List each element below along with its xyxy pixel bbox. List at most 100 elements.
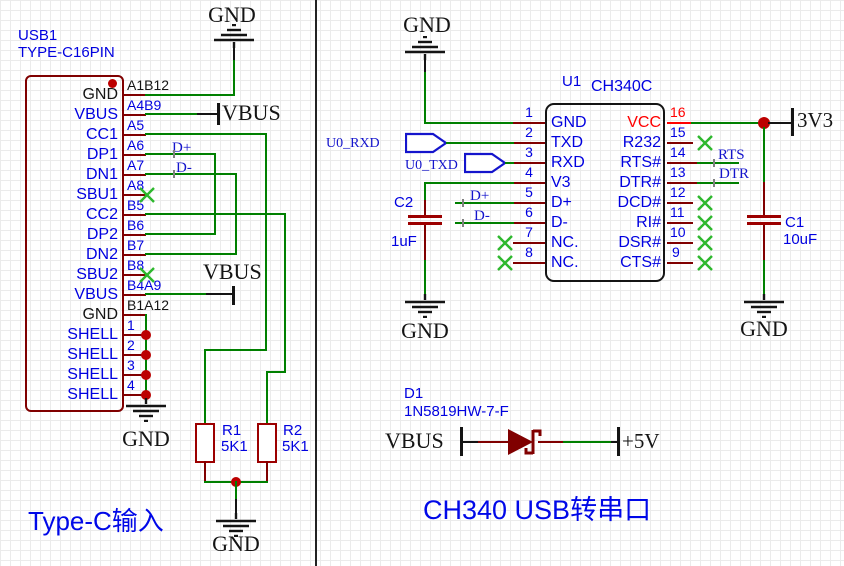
pin-number: 1 — [127, 317, 135, 333]
pin-name: RTS# — [620, 154, 661, 171]
net-label-rts[interactable]: RTS — [718, 147, 745, 163]
resistor-r1-body[interactable] — [195, 423, 215, 463]
pin-stub — [513, 262, 545, 264]
capacitor-c2-plate[interactable] — [408, 222, 442, 225]
pin-stub — [667, 202, 693, 204]
u1-part-number[interactable]: CH340C — [591, 78, 653, 95]
pin-stub — [513, 142, 545, 144]
component-lead — [478, 441, 510, 443]
usb1-part-number[interactable]: TYPE-C16PIN — [18, 44, 115, 61]
pin-number: 4 — [127, 377, 135, 393]
pin-name: DP2 — [86, 226, 118, 243]
wire-segment — [455, 202, 514, 204]
vbus-flag-label[interactable]: VBUS — [385, 428, 444, 453]
wire-segment — [214, 153, 216, 235]
r2-refdes[interactable]: R2 — [283, 422, 303, 439]
gnd-flag-label[interactable]: GND — [208, 2, 256, 27]
gnd-flag-label[interactable]: GND — [401, 318, 449, 343]
pin-number: 3 — [525, 144, 533, 160]
caption-typec[interactable]: Type-C输入 — [28, 506, 164, 536]
resistor-r2-body[interactable] — [257, 423, 277, 463]
pin-stub — [667, 122, 693, 124]
c1-value[interactable]: 10uF — [783, 231, 818, 248]
pin-stub — [513, 202, 545, 204]
net-label-dp[interactable]: D+ — [470, 188, 490, 204]
capacitor-c2-plate[interactable] — [408, 215, 442, 218]
pin-number: 2 — [127, 337, 135, 353]
net-label-anchor — [462, 219, 464, 227]
wire-segment — [145, 253, 237, 255]
usb1-refdes[interactable]: USB1 — [18, 27, 58, 44]
pin-stub — [124, 354, 146, 356]
c2-refdes[interactable]: C2 — [394, 194, 414, 211]
pin-name: SBU2 — [76, 266, 118, 283]
net-label-dn[interactable]: D- — [474, 208, 490, 224]
r1-value[interactable]: 5K1 — [221, 438, 248, 455]
pin-name: DN2 — [85, 246, 118, 263]
wire-segment — [446, 142, 514, 144]
net-label-dp[interactable]: D+ — [172, 140, 192, 156]
gnd-symbol[interactable] — [212, 24, 256, 48]
wire-segment — [145, 233, 216, 235]
vbus-flag-bar — [460, 427, 463, 456]
pin-number: 1 — [525, 104, 533, 120]
gnd-symbol[interactable] — [124, 398, 168, 422]
c2-value[interactable]: 1uF — [391, 233, 417, 250]
r1-refdes[interactable]: R1 — [222, 422, 242, 439]
wire-segment — [505, 162, 514, 164]
pin-stub — [124, 394, 146, 396]
vbus-flag-label[interactable]: VBUS — [222, 100, 281, 125]
gnd-flag-label[interactable]: GND — [403, 12, 451, 37]
pin-number: 2 — [525, 124, 533, 140]
vbus-flag-label[interactable]: VBUS — [203, 259, 262, 284]
net-label-dn[interactable]: D- — [176, 160, 192, 176]
caption-ch340[interactable]: CH340 USB转串口 — [423, 495, 652, 525]
port-u0-rxd-icon[interactable] — [405, 132, 448, 154]
pin-name: R232 — [622, 134, 661, 151]
pin-number: 10 — [670, 224, 686, 240]
u1-symbol-body[interactable] — [545, 103, 665, 282]
pin-name: GND — [551, 114, 587, 131]
junction-dot — [758, 117, 770, 129]
r2-value[interactable]: 5K1 — [282, 438, 309, 455]
usb1-symbol-body[interactable] — [25, 75, 124, 412]
pin-number: 16 — [670, 104, 686, 120]
gnd-symbol[interactable] — [403, 294, 447, 318]
d1-refdes[interactable]: D1 — [404, 385, 424, 402]
d1-part-number[interactable]: 1N5819HW-7-F — [404, 403, 509, 420]
wire-segment — [763, 127, 765, 184]
capacitor-c1-plate[interactable] — [747, 222, 781, 225]
pin-stub — [124, 274, 146, 276]
wire-segment — [233, 60, 235, 96]
net-label-anchor — [713, 179, 715, 187]
no-connect-icon — [497, 235, 513, 251]
net-label-dtr[interactable]: DTR — [719, 166, 749, 182]
port-u0-txd-icon[interactable] — [464, 152, 507, 174]
gnd-symbol[interactable] — [214, 513, 258, 537]
pin-stub — [124, 314, 146, 316]
power-flag-bar — [791, 108, 794, 136]
wire-segment — [424, 260, 426, 296]
port-u0-rxd-label[interactable]: U0_RXD — [326, 136, 380, 151]
gnd-flag-label[interactable]: GND — [740, 316, 788, 341]
gnd-flag-label[interactable]: GND — [212, 531, 260, 556]
wire-segment — [424, 72, 426, 124]
pin-name: GND — [82, 86, 118, 103]
diode-d1-symbol[interactable] — [508, 427, 552, 457]
pin-number: 8 — [525, 244, 533, 260]
u1-refdes[interactable]: U1 — [562, 73, 582, 90]
gnd-symbol[interactable] — [403, 36, 447, 60]
gnd-flag-label[interactable]: GND — [122, 426, 170, 451]
3v3-flag-label[interactable]: 3V3 — [797, 108, 834, 132]
gnd-symbol[interactable] — [742, 294, 786, 318]
pin-name: DSR# — [618, 234, 661, 251]
power-flag-bar — [617, 427, 620, 456]
component-lead — [204, 461, 206, 483]
capacitor-c1-plate[interactable] — [747, 215, 781, 218]
wire-segment — [266, 371, 286, 373]
pin-stub — [124, 154, 146, 156]
5v-flag-label[interactable]: +5V — [622, 429, 660, 453]
c1-refdes[interactable]: C1 — [785, 214, 805, 231]
pin-stub — [124, 254, 146, 256]
port-u0-txd-label[interactable]: U0_TXD — [405, 158, 458, 173]
